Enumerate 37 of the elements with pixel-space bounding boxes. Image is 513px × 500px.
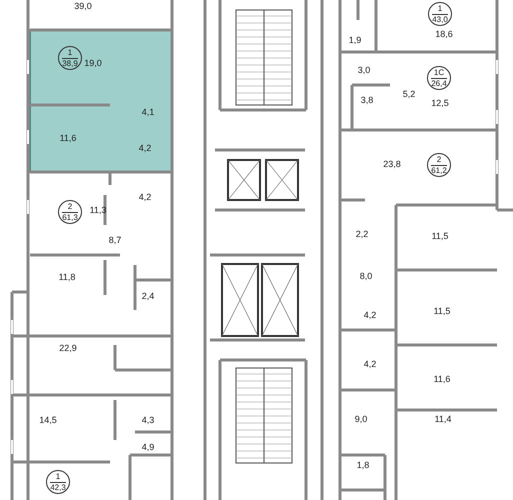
room-area: 3,8	[360, 95, 374, 105]
room-area: 4,2	[138, 143, 152, 153]
room-area: 4,1	[142, 107, 154, 117]
apartment-badge: 1 42,3	[46, 470, 70, 494]
apartment-badge: 1 38,9	[58, 46, 82, 70]
room-area: 5,2	[402, 89, 416, 99]
room-area: 11,8	[58, 272, 76, 282]
room-area: 4,9	[142, 442, 154, 452]
room-area: 11,6	[60, 133, 76, 143]
room-area: 4,2	[364, 310, 376, 320]
room-area: 39,0	[74, 1, 92, 11]
room-area: 2,2	[356, 229, 368, 239]
room-area: 11,5	[432, 231, 448, 241]
room-area: 4,2	[364, 359, 376, 369]
apartment-badge: 2 61,3	[58, 200, 82, 224]
room-area: 9,0	[354, 414, 368, 424]
apartment-badge: 1С 26,4	[427, 66, 451, 90]
apartment-badge: 2 61,2	[427, 153, 451, 177]
room-area: 4,3	[142, 415, 154, 425]
room-area: 23,8	[383, 159, 401, 169]
apartment-badge: 1 43,0	[428, 2, 452, 26]
room-area: 3,0	[358, 65, 370, 75]
room-area: 11,3	[90, 205, 106, 215]
room-area: 2,4	[142, 291, 154, 301]
room-area: 11,6	[434, 374, 450, 384]
room-area: 12,5	[431, 98, 449, 108]
room-area: 22,9	[59, 343, 77, 353]
room-area: 8,0	[360, 271, 372, 281]
room-area: 18,6	[435, 29, 453, 39]
room-area: 11,4	[434, 414, 452, 424]
room-area: 14,5	[39, 415, 57, 425]
room-area: 1,8	[356, 460, 370, 470]
room-area: 11,5	[434, 306, 450, 316]
room-area: 19,0	[84, 58, 102, 68]
room-area: 1,9	[348, 35, 362, 45]
room-area: 8,7	[108, 235, 122, 245]
room-area: 4,2	[138, 192, 152, 202]
